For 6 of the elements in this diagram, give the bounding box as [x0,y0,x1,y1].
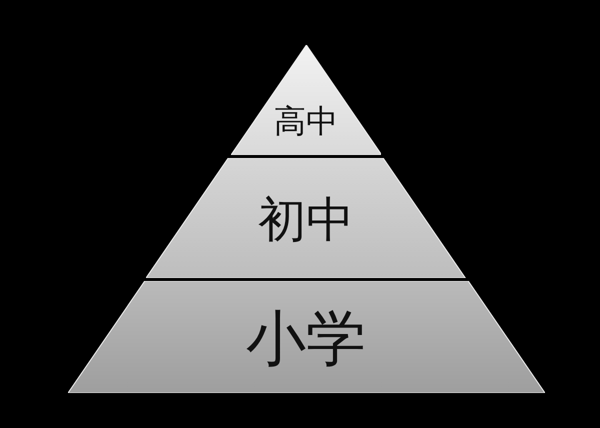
pyramid-level [146,158,466,278]
level-label: 小学 [246,309,366,369]
level-label: 初中 [258,196,354,244]
pyramid-level [68,281,544,393]
pyramid-level [230,45,382,155]
level-label: 高中 [274,105,338,137]
